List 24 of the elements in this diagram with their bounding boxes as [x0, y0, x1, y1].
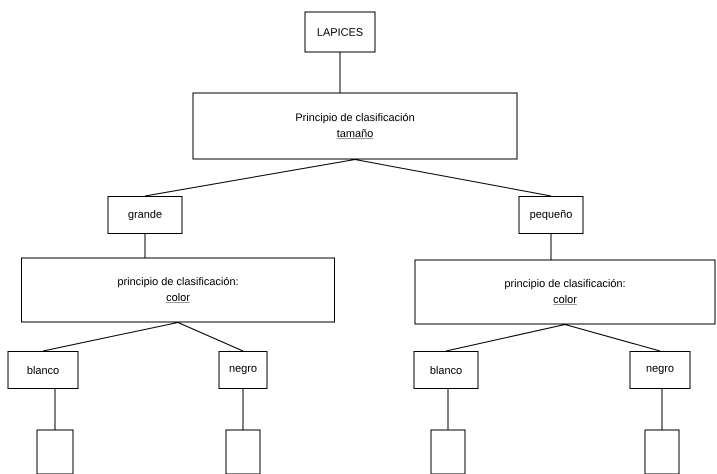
connector-line — [242, 388, 244, 430]
connector-line — [564, 324, 660, 352]
connector-line — [42, 322, 178, 352]
connector-line — [178, 322, 244, 352]
connector-line — [446, 324, 566, 352]
category-box: negro — [630, 351, 690, 389]
empty-box — [226, 430, 260, 474]
category-box: grande — [108, 196, 182, 234]
empty-box — [430, 430, 466, 474]
classification-box: Principio de clasificación tamaño — [192, 92, 518, 160]
category-box: blanco — [414, 351, 478, 389]
connector-line — [54, 388, 56, 430]
connector-line — [144, 159, 356, 196]
category-box: LAPICES — [304, 12, 376, 52]
empty-box — [36, 430, 74, 474]
classification-box: principio de clasificación: color — [414, 260, 716, 324]
classification-box: principio de clasificación: color — [21, 258, 335, 322]
connector-line — [354, 159, 552, 196]
connector-line — [144, 234, 146, 258]
category-box: pequeño — [518, 196, 584, 234]
empty-box — [644, 430, 680, 474]
category-box: negro — [218, 351, 268, 389]
category-box: blanco — [8, 351, 78, 389]
connector-line — [550, 234, 552, 260]
